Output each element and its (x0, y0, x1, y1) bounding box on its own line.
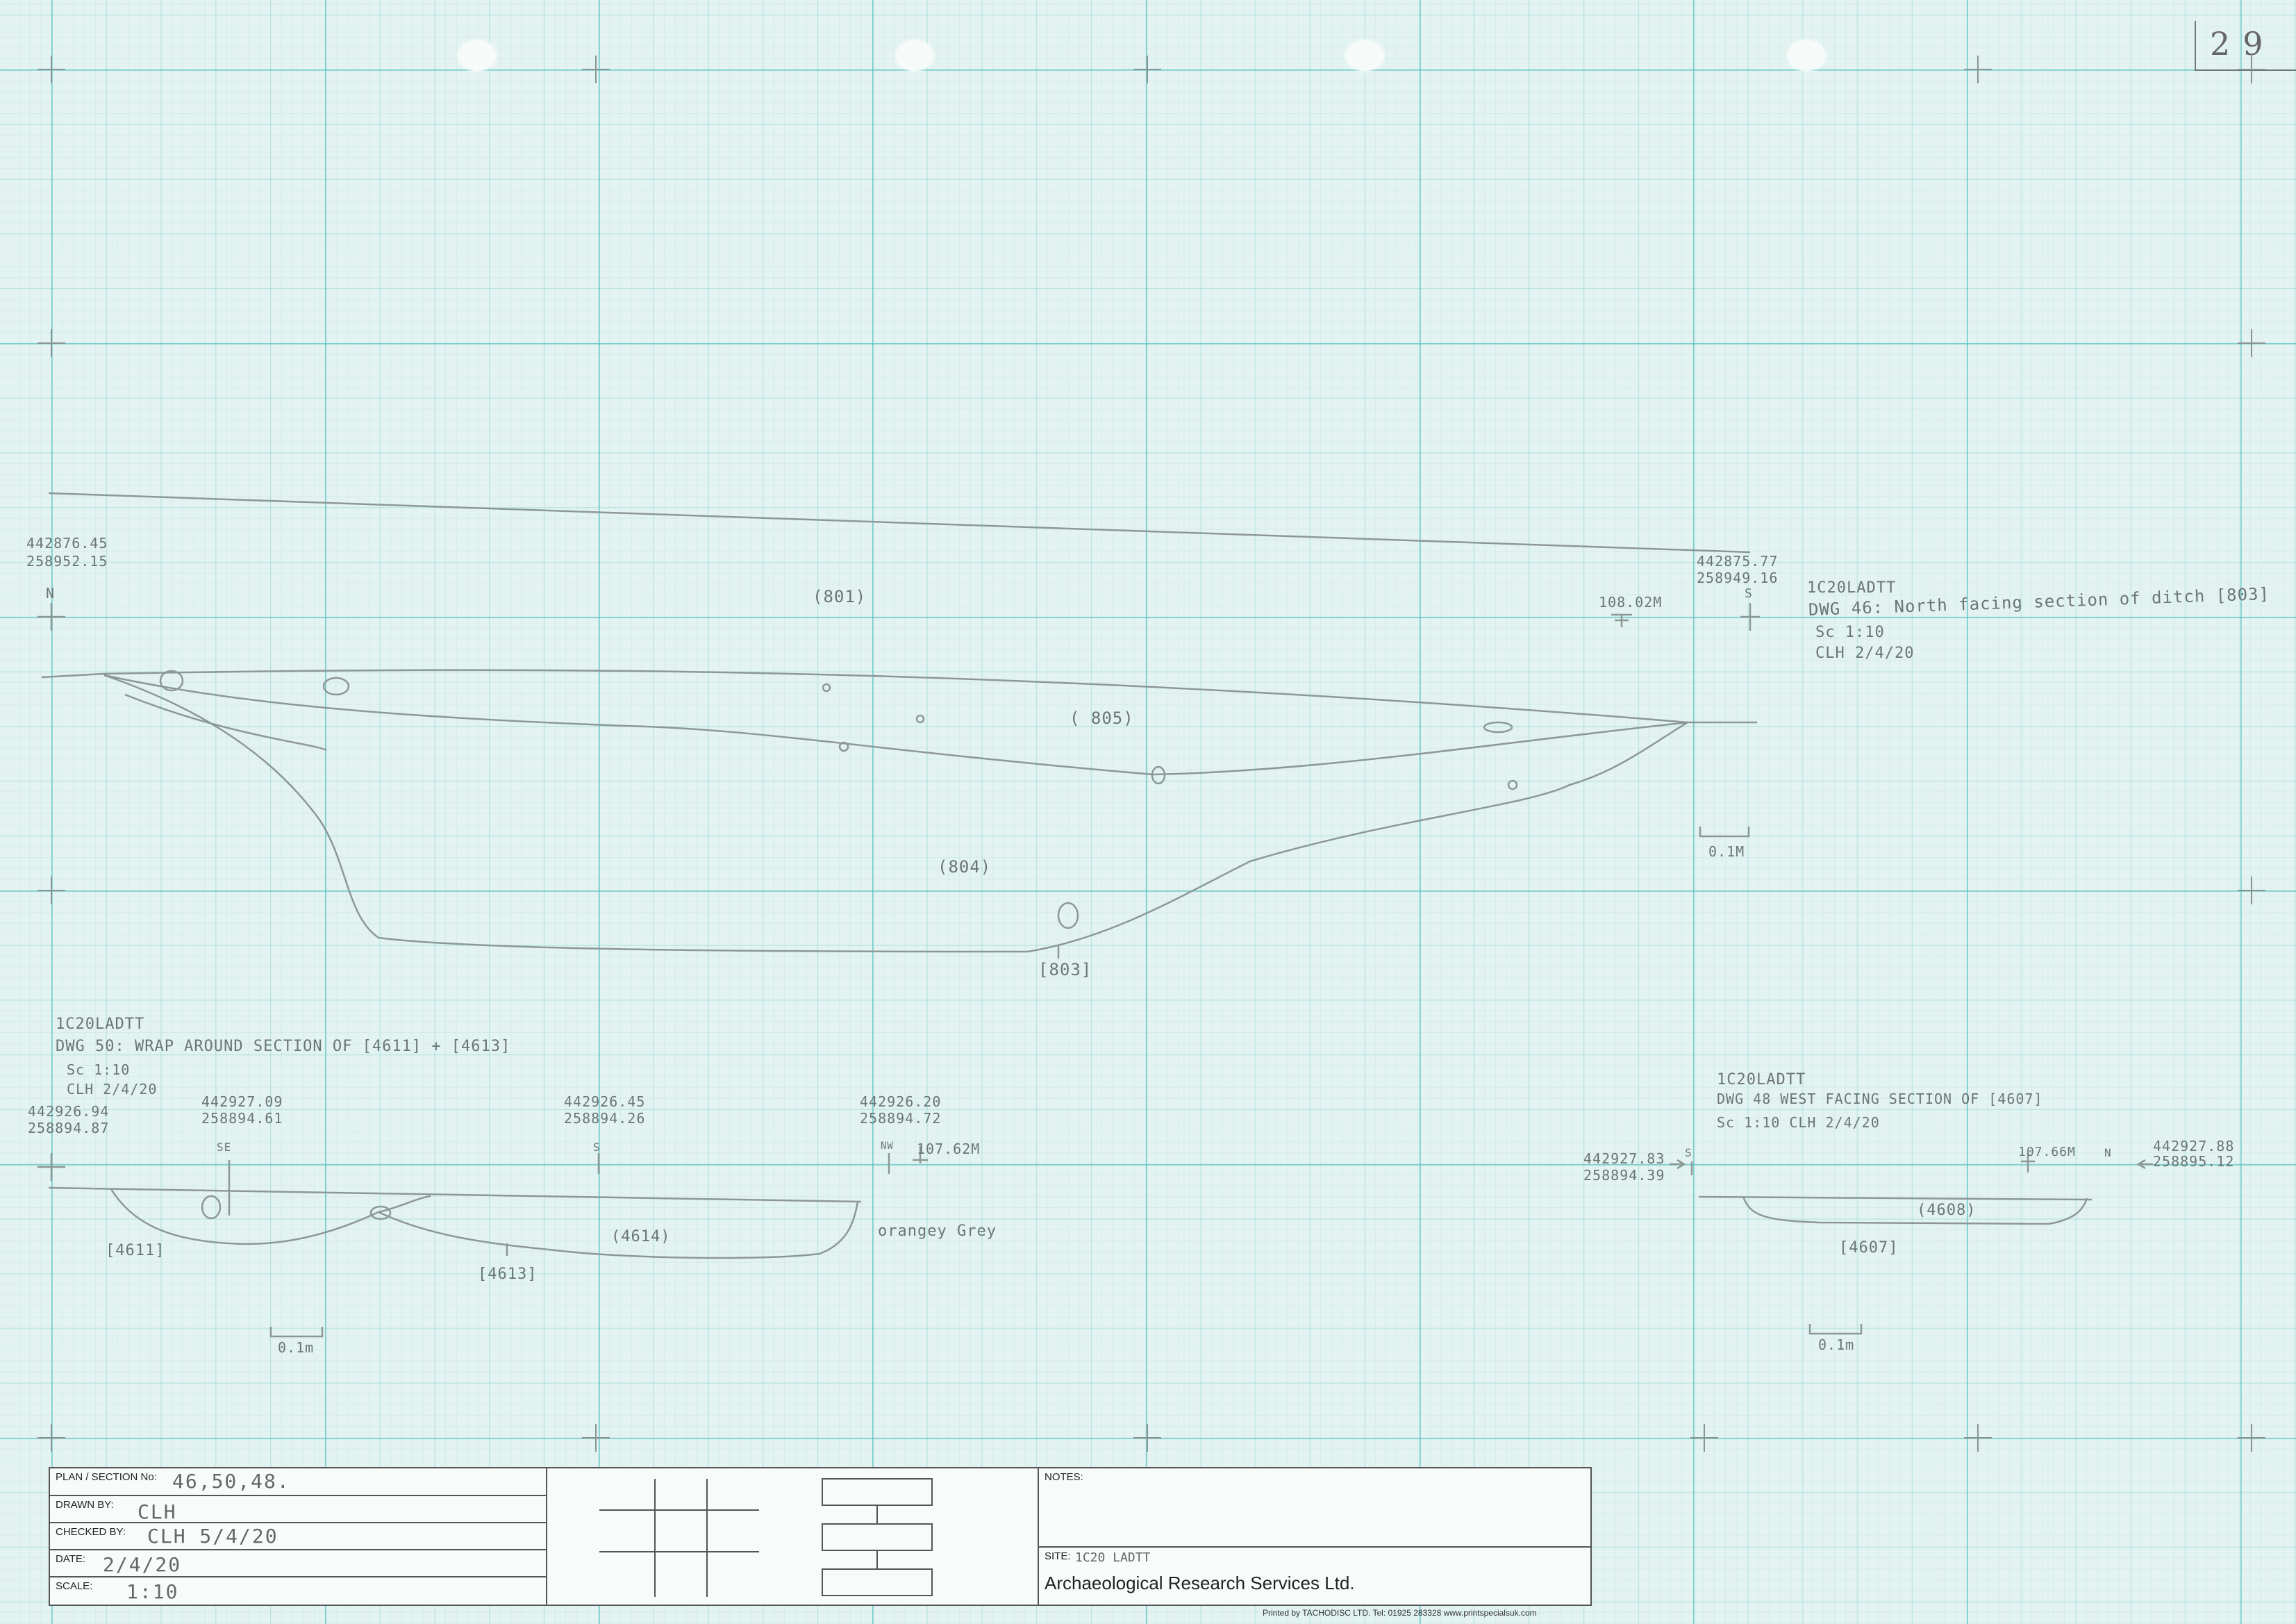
cut-4607: [4607] (1839, 1239, 1899, 1257)
date-row: DATE: 2/4/20 (50, 1550, 546, 1577)
north-arrow-symbols (547, 1468, 1039, 1605)
s50-coord4-dir: NW (881, 1141, 894, 1152)
context-801: (801) (813, 587, 867, 606)
context-4608: (4608) (1917, 1202, 1977, 1219)
title-block: PLAN / SECTION No: 46,50,48. DRAWN BY: C… (49, 1467, 1592, 1606)
coord-right-l2: 258949.16 (1697, 570, 1779, 586)
s50-coord4-l1: 442926.20 (860, 1093, 942, 1110)
section-48-title-l2: DWG 48 WEST FACING SECTION OF [4607] (1717, 1091, 2043, 1107)
section-46-title-l4: CLH 2/4/20 (1815, 645, 1915, 662)
south-label: S (1745, 586, 1753, 601)
section-50-title-l1: 1C20LADTT (56, 1016, 145, 1033)
s50-coord2-l1: 442927.09 (201, 1093, 283, 1110)
coord-left-l1: 442876.45 (26, 535, 108, 552)
s48-coord-right-l2: 258895.12 (2153, 1153, 2235, 1170)
s50-coord3-l2: 258894.26 (564, 1110, 646, 1127)
checked-by-value: CLH 5/4/20 (147, 1525, 278, 1548)
north-label: N (46, 585, 56, 602)
layer-805-boundary (103, 674, 1688, 776)
coord-right-l1: 442875.77 (1697, 553, 1779, 570)
title-block-fields: PLAN / SECTION No: 46,50,48. DRAWN BY: C… (50, 1468, 547, 1605)
cut-4611: [4611] (106, 1242, 165, 1259)
checked-by-label: CHECKED BY: (56, 1526, 126, 1538)
drawn-by-row: DRAWN BY: CLH (50, 1496, 546, 1523)
section-50-title-l4: CLH 2/4/20 (67, 1081, 158, 1097)
grid-symbol-icon (599, 1478, 933, 1597)
punch-hole (1788, 40, 1825, 71)
coord-left-l2: 258952.15 (26, 553, 108, 570)
section-46-title-l3: Sc 1:10 (1815, 624, 1885, 641)
checked-by-row: CHECKED BY: CLH 5/4/20 (50, 1523, 546, 1550)
site-label: SITE: (1045, 1550, 1071, 1562)
punch-hole (458, 40, 496, 71)
section-46-title-l1: 1C20LADTT (1807, 579, 1897, 597)
s50-coord2-l2: 258894.61 (201, 1110, 283, 1127)
s50-scale-label: 0.1m (278, 1339, 315, 1356)
drawn-by-label: DRAWN BY: (56, 1499, 114, 1511)
s50-coord4-l2: 258894.72 (860, 1110, 942, 1127)
s48-coord-left-l1: 442927.83 (1583, 1150, 1665, 1167)
scale-value: 1:10 (126, 1580, 179, 1603)
site-row: SITE: 1C20 LADTT Archaeological Research… (1039, 1546, 1590, 1606)
s48-dir-n: N (2104, 1146, 2112, 1159)
s50-coord1-l2: 258894.87 (28, 1120, 110, 1136)
section-48-title-l1: 1C20LADTT (1717, 1071, 1806, 1088)
fill-note: orangey Grey (878, 1223, 997, 1240)
punch-hole (896, 40, 933, 71)
company-name: Archaeological Research Services Ltd. (1045, 1573, 1355, 1593)
s48-scale-label: 0.1m (1818, 1336, 1855, 1353)
s50-coord2-dir: SE (217, 1141, 232, 1154)
plan-section-label: PLAN / SECTION No: (56, 1471, 157, 1483)
printer-footer: Printed by TACHODISC LTD. Tel: 01925 283… (1263, 1608, 1537, 1618)
cut-4613: [4613] (478, 1266, 538, 1283)
scale-label: SCALE: (56, 1580, 93, 1592)
date-label: DATE: (56, 1553, 86, 1565)
context-4614: (4614) (611, 1228, 671, 1245)
section-50-title-l2: DWG 50: WRAP AROUND SECTION OF [4611] + … (56, 1038, 511, 1055)
date-value: 2/4/20 (103, 1553, 182, 1576)
section-50-title-l3: Sc 1:10 (67, 1061, 131, 1078)
notes-panel: NOTES: SITE: 1C20 LADTT Archaeological R… (1039, 1468, 1590, 1605)
s48-dir-s: S (1685, 1146, 1692, 1159)
s48-datum: 107.66M (2018, 1145, 2076, 1159)
s50-datum: 107.62M (917, 1141, 981, 1157)
section-top-line (41, 669, 1757, 724)
scale-bar-label: 0.1M (1708, 843, 1745, 860)
datum-level: 108.02M (1599, 594, 1663, 611)
punch-hole (1346, 40, 1383, 71)
s50-coord3-dir: S (593, 1141, 601, 1154)
context-804: (804) (938, 857, 992, 877)
s48-coord-left-l2: 258894.39 (1583, 1167, 1665, 1184)
ditch-803-cut (103, 674, 1688, 953)
scale-row: SCALE: 1:10 (50, 1577, 546, 1603)
section-48-title-l3: Sc 1:10 CLH 2/4/20 (1717, 1114, 1880, 1131)
layer-805-lower (124, 693, 327, 752)
context-805: ( 805) (1070, 709, 1134, 728)
plan-section-row: PLAN / SECTION No: 46,50,48. (50, 1468, 546, 1496)
s48-coord-right-l1: 442927.88 (2153, 1138, 2235, 1154)
cut-803: [803] (1038, 960, 1092, 979)
drawn-by-value: CLH (138, 1500, 177, 1523)
s50-coord1-l1: 442926.94 (28, 1103, 110, 1120)
plan-section-value: 46,50,48. (172, 1470, 290, 1493)
s50-coord3-l1: 442926.45 (564, 1093, 646, 1110)
site-value: 1C20 LADTT (1075, 1550, 1151, 1565)
notes-label: NOTES: (1045, 1471, 1083, 1483)
